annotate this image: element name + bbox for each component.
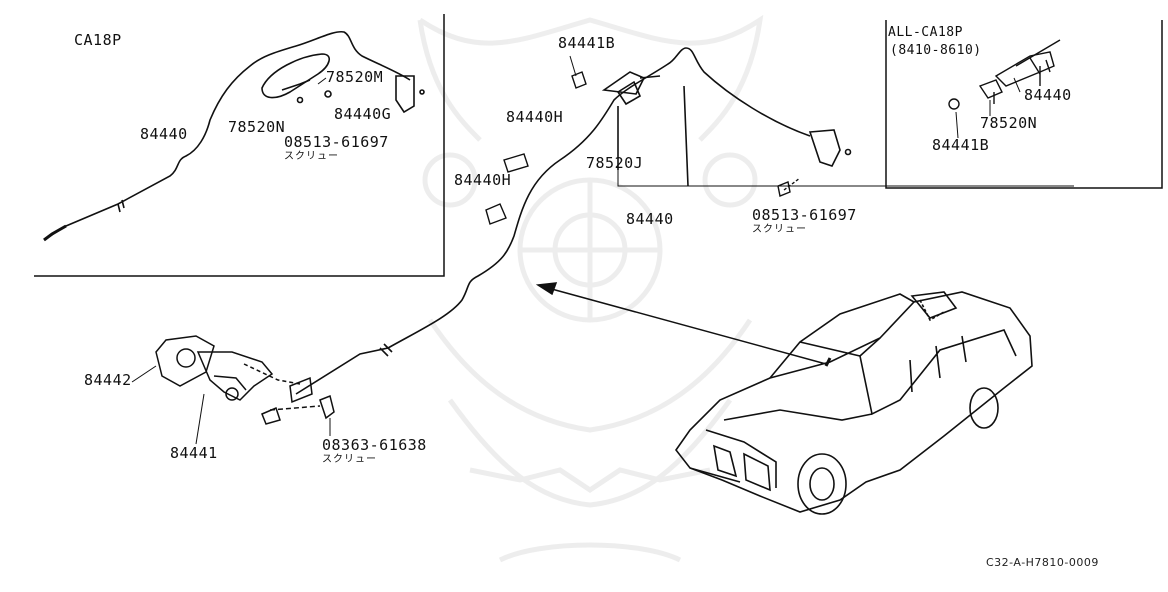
location-arrow (535, 282, 827, 365)
part-label-84440H-a: 84440H (506, 108, 564, 126)
part-label-78520N-left: 78520N (228, 118, 286, 136)
right-inset-part (948, 39, 1061, 110)
car-illustration (675, 291, 1033, 515)
screw-label-left: スクリュー (284, 151, 339, 162)
part-label-78520M: 78520M (326, 68, 384, 86)
part-label-78520J: 78520J (586, 154, 644, 172)
part-label-08513-right: 08513-61697 (752, 206, 857, 224)
left-inset-cable (43, 30, 425, 242)
inset-right-title-1: ALL-CA18P (888, 25, 963, 40)
samurai-mask-watermark-icon (417, 14, 764, 563)
part-label-78520N-right: 78520N (980, 114, 1038, 132)
part-label-84440-center: 84440 (626, 210, 674, 228)
part-label-84441: 84441 (170, 444, 218, 462)
part-label-84440G: 84440G (334, 105, 392, 123)
part-label-84440-left: 84440 (140, 125, 188, 143)
screw-label-bottom: スクリュー (322, 454, 377, 465)
part-label-84440-right: 84440 (1024, 86, 1072, 104)
inset-left-title: CA18P (74, 31, 122, 49)
inset-right-title-2: (8410-8610) (890, 43, 982, 58)
part-label-08513-left: 08513-61697 (284, 133, 389, 151)
screw-label-right: スクリュー (752, 224, 807, 235)
part-label-08363: 08363-61638 (322, 436, 427, 454)
lock-assembly (155, 335, 335, 425)
right-inset-frame (885, 20, 1163, 189)
part-label-84440H-b: 84440H (454, 171, 512, 189)
part-label-84442: 84442 (84, 371, 132, 389)
left-inset-frame (34, 14, 445, 277)
diagram-code: C32-A-H7810-0009 (986, 556, 1099, 569)
small-parts (485, 71, 801, 225)
part-label-84441B-right: 84441B (932, 136, 990, 154)
main-cable (295, 47, 1074, 395)
part-label-84441B-top: 84441B (558, 34, 616, 52)
